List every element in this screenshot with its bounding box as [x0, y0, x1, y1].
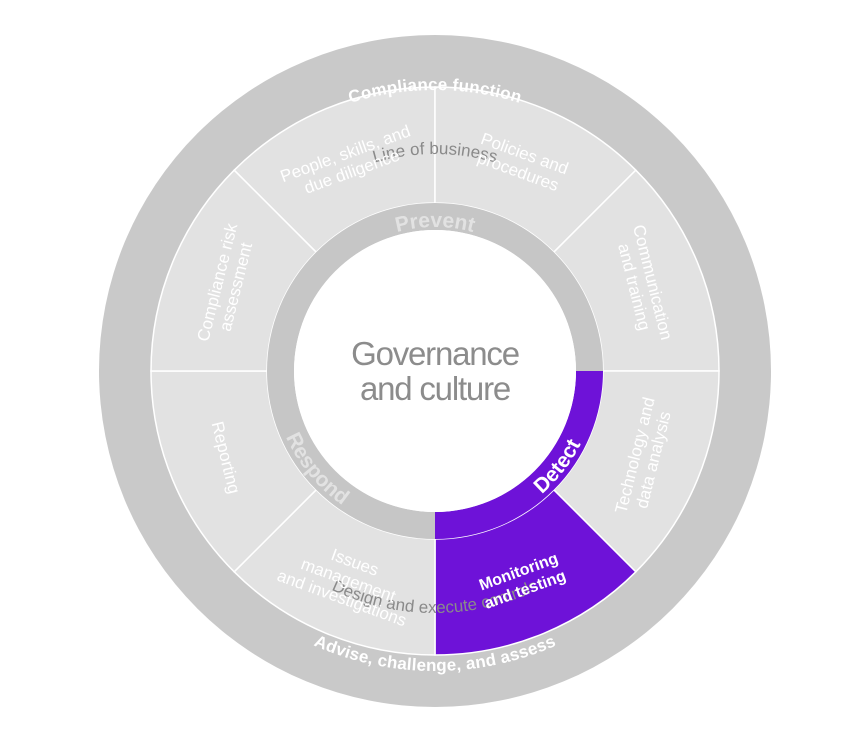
phase-detect — [435, 371, 603, 539]
core-title-line-1: Governance — [351, 335, 519, 372]
segments-ring — [150, 86, 720, 656]
core-title-line-2: and culture — [360, 370, 510, 407]
core-circle — [294, 230, 576, 512]
phase-respond — [267, 371, 435, 539]
phase-prevent — [267, 203, 603, 371]
phase-ring — [267, 203, 603, 539]
